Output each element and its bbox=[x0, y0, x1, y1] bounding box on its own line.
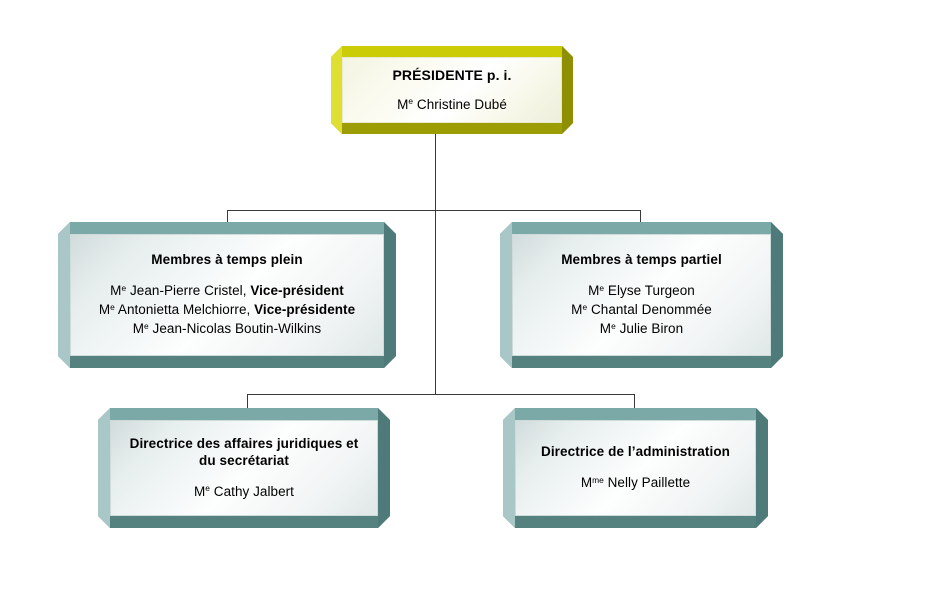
node-president-title: PRÉSIDENTE p. i. bbox=[392, 66, 512, 83]
node-legal-affairs-director-plate: Directrice des affaires juridiques et du… bbox=[110, 420, 378, 516]
honorific-suffix: e bbox=[110, 301, 115, 312]
bevel-face-top bbox=[500, 222, 783, 234]
person-line: Me Jean-Pierre Cristel, Vice-président bbox=[99, 282, 355, 301]
person-name: Jean-Pierre Cristel, bbox=[126, 283, 251, 298]
node-members-full-time[interactable]: Membres à temps plein Me Jean-Pierre Cri… bbox=[58, 222, 396, 368]
node-members-part-time-bevel bbox=[500, 222, 783, 368]
person-name: Chantal Denommée bbox=[587, 302, 712, 317]
node-members-full-time-plate: Membres à temps plein Me Jean-Pierre Cri… bbox=[70, 234, 384, 356]
connector-to-administration bbox=[634, 394, 635, 409]
honorific-suffix: e bbox=[408, 96, 414, 107]
connector-president-trunk bbox=[435, 134, 436, 394]
node-members-part-time[interactable]: Membres à temps partiel Me Elyse Turgeon… bbox=[500, 222, 783, 368]
honorific-suffix: e bbox=[599, 282, 605, 293]
person-name: Jean-Nicolas Boutin-Wilkins bbox=[148, 321, 322, 336]
honorific: M bbox=[588, 283, 600, 298]
bevel-face-top bbox=[58, 222, 396, 234]
connector-level2-horizontal bbox=[227, 210, 641, 211]
node-administration-director-bevel bbox=[503, 408, 768, 528]
person-name: Julie Biron bbox=[615, 321, 684, 336]
node-members-full-time-people: Me Jean-Pierre Cristel, Vice-président M… bbox=[99, 282, 355, 339]
bevel-face-right bbox=[771, 222, 783, 368]
bevel-face-right bbox=[384, 222, 396, 368]
bevel-face-right bbox=[562, 46, 573, 134]
node-president-people: Me Christine Dubé bbox=[397, 96, 507, 115]
bevel-face-left bbox=[58, 222, 70, 368]
person-name: Christine Dubé bbox=[413, 96, 507, 112]
bevel-face-right bbox=[756, 408, 768, 528]
bevel-face-top bbox=[98, 408, 390, 420]
node-administration-director[interactable]: Directrice de l’administration Mme Nelly… bbox=[503, 408, 768, 528]
node-legal-affairs-director-title: Directrice des affaires juridiques et du… bbox=[129, 435, 359, 468]
honorific: M bbox=[194, 483, 206, 499]
honorific-suffix: me bbox=[592, 474, 604, 485]
honorific-suffix: e bbox=[582, 301, 588, 312]
node-administration-director-title: Directrice de l’administration bbox=[540, 444, 731, 459]
bevel-face-left bbox=[500, 222, 512, 368]
connector-to-legal-affairs bbox=[247, 394, 248, 409]
node-president[interactable]: PRÉSIDENTE p. i. Me Christine Dubé bbox=[331, 46, 573, 134]
honorific-suffix: e bbox=[205, 483, 210, 494]
honorific: M bbox=[397, 96, 409, 112]
connector-to-members-part-time bbox=[640, 210, 641, 223]
node-president-plate: PRÉSIDENTE p. i. Me Christine Dubé bbox=[342, 57, 562, 123]
person-line: Me Elyse Turgeon bbox=[571, 282, 712, 301]
honorific-suffix: e bbox=[121, 282, 127, 293]
connector-to-members-full-time bbox=[227, 210, 228, 223]
person-name: Nelly Paillette bbox=[603, 475, 691, 490]
node-legal-affairs-director[interactable]: Directrice des affaires juridiques et du… bbox=[98, 408, 390, 528]
node-legal-affairs-director-people: Me Cathy Jalbert bbox=[194, 483, 294, 502]
person-line: Me Cathy Jalbert bbox=[194, 483, 294, 502]
person-line: Me Julie Biron bbox=[571, 320, 712, 339]
honorific: M bbox=[599, 321, 612, 336]
node-legal-affairs-director-bevel bbox=[98, 408, 390, 528]
person-line: Me Christine Dubé bbox=[397, 96, 507, 115]
bevel-face-top bbox=[331, 46, 573, 57]
person-role: Vice-président bbox=[250, 283, 344, 298]
honorific: M bbox=[571, 302, 583, 317]
person-line: Mme Nelly Paillette bbox=[581, 474, 690, 493]
honorific: M bbox=[98, 302, 111, 317]
node-members-full-time-title: Membres à temps plein bbox=[151, 252, 303, 267]
person-name: Cathy Jalbert bbox=[210, 483, 294, 499]
node-members-part-time-plate: Membres à temps partiel Me Elyse Turgeon… bbox=[512, 234, 771, 356]
person-line: Me Jean-Nicolas Boutin-Wilkins bbox=[99, 320, 355, 339]
bevel-face-left bbox=[98, 408, 110, 528]
honorific: M bbox=[580, 475, 593, 490]
bevel-face-bottom bbox=[58, 356, 396, 368]
person-name: Antonietta Melchiorre, bbox=[114, 302, 255, 317]
honorific-suffix: e bbox=[611, 320, 616, 331]
bevel-face-right bbox=[378, 408, 390, 528]
honorific-suffix: e bbox=[144, 320, 149, 331]
node-members-full-time-bevel bbox=[58, 222, 396, 368]
connector-level3-horizontal bbox=[247, 394, 635, 395]
bevel-face-bottom bbox=[500, 356, 783, 368]
person-line: Me Chantal Denommée bbox=[571, 301, 712, 320]
bevel-face-left bbox=[331, 46, 342, 134]
node-administration-director-people: Mme Nelly Paillette bbox=[581, 474, 690, 493]
honorific: M bbox=[110, 283, 122, 298]
person-name: Elyse Turgeon bbox=[604, 283, 695, 298]
node-members-part-time-title: Membres à temps partiel bbox=[561, 252, 722, 267]
person-role: Vice-présidente bbox=[254, 302, 356, 317]
person-line: Me Antonietta Melchiorre, Vice-président… bbox=[99, 301, 355, 320]
bevel-face-bottom bbox=[98, 516, 390, 528]
bevel-face-top bbox=[503, 408, 768, 420]
node-members-part-time-people: Me Elyse Turgeon Me Chantal Denommée Me … bbox=[571, 282, 712, 339]
node-president-bevel bbox=[331, 46, 573, 134]
bevel-face-left bbox=[503, 408, 515, 528]
honorific: M bbox=[132, 321, 145, 336]
node-administration-director-plate: Directrice de l’administration Mme Nelly… bbox=[515, 420, 756, 516]
bevel-face-bottom bbox=[503, 516, 768, 528]
bevel-face-bottom bbox=[331, 123, 573, 134]
